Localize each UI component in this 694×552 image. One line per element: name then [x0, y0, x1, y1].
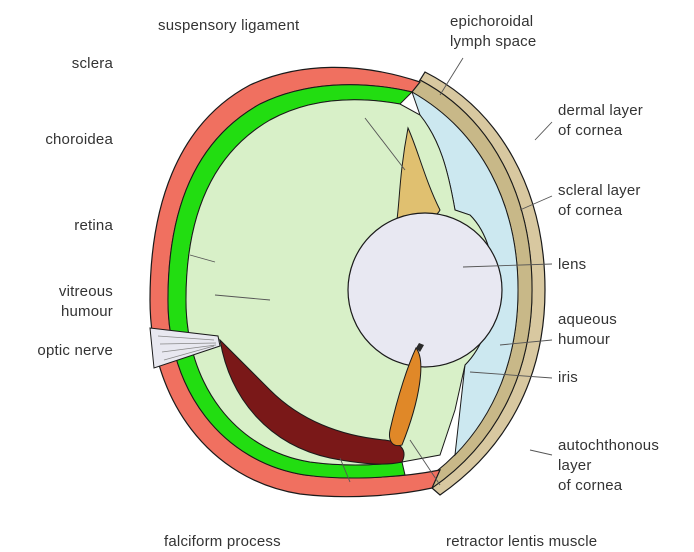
label-choroidea: choroidea [18, 130, 113, 150]
label-sclera: sclera [58, 54, 113, 74]
label-optic-nerve: optic nerve [8, 341, 113, 361]
lens-shape [348, 213, 502, 367]
label-retractor-lentis-muscle: retractor lentis muscle [446, 532, 597, 552]
label-falciform-process: falciform process [164, 532, 281, 552]
label-iris: iris [558, 368, 578, 388]
label-suspensory-ligament: suspensory ligament [158, 16, 299, 36]
label-lens: lens [558, 255, 586, 275]
label-retina: retina [58, 216, 113, 236]
